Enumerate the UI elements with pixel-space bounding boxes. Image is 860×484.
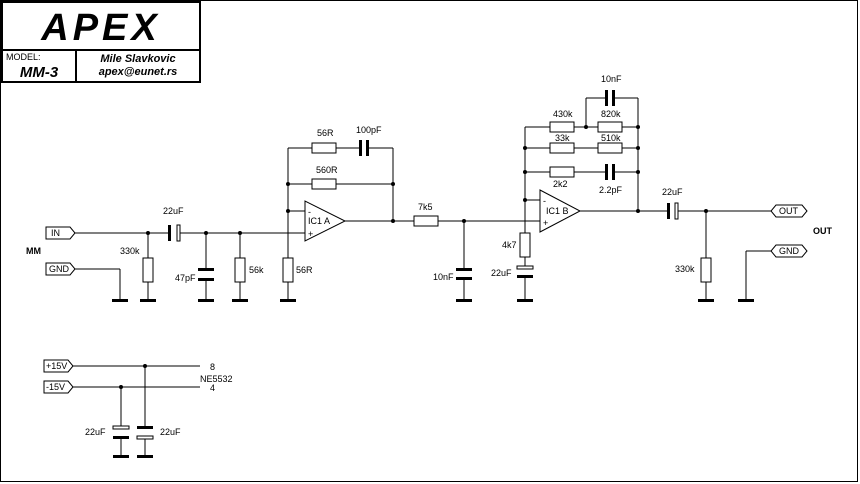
c-47p-label: 47pF — [175, 273, 196, 283]
port-in-flag — [45, 226, 76, 240]
mm-label: MM — [26, 246, 41, 256]
model-value: MM-3 — [19, 64, 59, 81]
apex-logo: APEX — [40, 7, 160, 49]
logo-cell: APEX — [3, 3, 199, 51]
resistor-56r-fb — [311, 142, 337, 154]
r-56r-gnd-label: 56R — [296, 265, 313, 275]
r-7k5-label: 7k5 — [418, 202, 433, 212]
resistor-56k — [234, 257, 246, 283]
opamp-ic1b — [539, 189, 582, 233]
title-block: APEX MODEL: MM-3 Mile Slavkovic apex@eun… — [1, 1, 201, 83]
r-330k-in-label: 330k — [120, 246, 140, 256]
capacitors — [112, 90, 679, 440]
resistor-330k-in — [142, 257, 154, 283]
c-in-label: 22uF — [163, 206, 184, 216]
r-510k-label: 510k — [601, 133, 621, 143]
port-out-flag — [770, 204, 808, 218]
resistor-33k — [549, 142, 575, 154]
port-flags — [43, 204, 808, 394]
resistor-820k — [597, 121, 623, 133]
r-56r-fb-label: 56R — [317, 128, 334, 138]
resistor-560r — [311, 178, 337, 190]
port-vneg-label: -15V — [46, 382, 65, 392]
svg-text:-: - — [543, 196, 546, 206]
port-vneg-flag — [43, 380, 74, 394]
resistors — [142, 121, 712, 283]
c-22u-b-label: 22uF — [491, 268, 512, 278]
logo-text: APEX — [40, 7, 160, 49]
port-gnd-in-label: GND — [49, 264, 70, 274]
port-in-label: IN — [51, 228, 60, 238]
ground-symbols — [112, 299, 754, 458]
resistor-2k2 — [549, 166, 575, 178]
c-10n-mid-label: 10nF — [433, 272, 454, 282]
c-sup1-label: 22uF — [85, 427, 106, 437]
r-560r-label: 560R — [316, 165, 338, 175]
author-cell: Mile Slavkovic apex@eunet.rs — [77, 51, 199, 81]
opamps — [304, 189, 582, 242]
svg-text:+: + — [543, 218, 548, 228]
port-vpos-flag — [43, 359, 74, 373]
port-gnd-in-flag — [45, 262, 76, 276]
resistor-430k — [549, 121, 575, 133]
resistor-510k — [597, 142, 623, 154]
r-430k-label: 430k — [553, 109, 573, 119]
r-56k-label: 56k — [249, 265, 264, 275]
model-cell: MODEL: MM-3 — [3, 51, 77, 81]
r-820k-label: 820k — [601, 109, 621, 119]
opamp-part-label: NE5532 — [200, 374, 233, 384]
author-email: apex@eunet.rs — [98, 66, 178, 78]
r-33k-label: 33k — [555, 133, 570, 143]
opamp-ic1a — [304, 200, 347, 242]
ic1b-label: IC1 B — [546, 206, 569, 216]
c-100p-label: 100pF — [356, 125, 382, 135]
ic1a-label: IC1 A — [308, 216, 330, 226]
port-gnd-out-label: GND — [779, 246, 800, 256]
port-out-label: OUT — [779, 206, 799, 216]
svg-text:-: - — [308, 207, 311, 217]
r-2k2-label: 2k2 — [553, 179, 568, 189]
r-4k7-label: 4k7 — [502, 240, 517, 250]
resistor-330k-out — [700, 257, 712, 283]
c-2p2-label: 2.2pF — [599, 185, 623, 195]
c-sup2-label: 22uF — [160, 427, 181, 437]
wires — [68, 97, 776, 456]
svg-text:+: + — [308, 229, 313, 239]
resistor-4k7 — [519, 232, 531, 258]
resistor-7k5 — [413, 215, 439, 227]
model-label: MODEL: — [6, 52, 41, 62]
c-out-label: 22uF — [662, 187, 683, 197]
junctions — [119, 125, 708, 389]
out-side-label: OUT — [813, 226, 833, 236]
c-10n-top-label: 10nF — [601, 74, 622, 84]
port-gnd-out-flag — [770, 244, 808, 258]
port-vpos-label: +15V — [46, 361, 67, 371]
pin8-label: 8 — [210, 362, 215, 372]
pin4-label: 4 — [210, 383, 215, 393]
r-330k-out-label: 330k — [675, 264, 695, 274]
author-name: Mile Slavkovic — [100, 53, 176, 65]
resistor-56r-gnd — [282, 257, 294, 283]
